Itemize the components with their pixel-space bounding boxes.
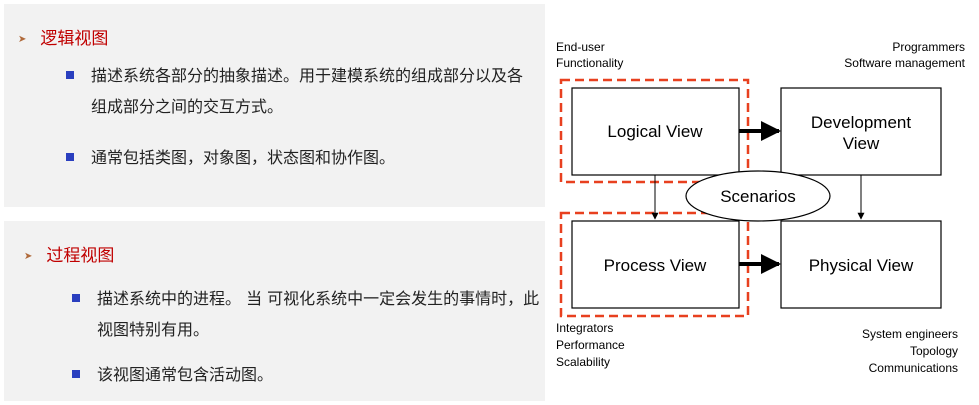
development-view-label-line2: View [843,134,880,153]
square-bullet-icon [66,153,74,161]
label-programmers: Programmers [892,40,965,54]
scenarios-label: Scenarios [720,187,796,206]
label-topology: Topology [910,344,958,358]
square-bullet-icon [72,294,80,302]
label-performance: Performance [556,338,625,352]
square-bullet-icon [66,71,74,79]
four-plus-one-diagram: End-user Functionality Programmers Softw… [556,40,966,375]
process-view-label: Process View [604,256,707,275]
bullet-arrow-icon: ➤ [18,34,27,45]
logical-view-panel: ➤逻辑视图 描述系统各部分的抽象描述。用于建模系统的组成部分以及各组成部分之间的… [4,4,545,207]
process-bullet-1: 描述系统中的进程。 当 可视化系统中一定会发生的事情时，此视图特别有用。 [72,283,540,345]
process-bullet-2: 该视图通常包含活动图。 [72,359,540,390]
bullet-arrow-icon: ➤ [24,251,33,262]
label-system-engineers: System engineers [862,327,958,341]
label-scalability: Scalability [556,355,610,369]
logical-bullet-2: 通常包括类图，对象图，状态图和协作图。 [66,142,536,173]
square-bullet-icon [72,370,80,378]
physical-view-box [780,220,942,309]
logical-bullet-1: 描述系统各部分的抽象描述。用于建模系统的组成部分以及各组成部分之间的交互方式。 [66,60,536,122]
logical-view-heading: ➤逻辑视图 [18,29,109,49]
process-view-panel: ➤过程视图 描述系统中的进程。 当 可视化系统中一定会发生的事情时，此视图特别有… [4,221,545,401]
label-end-user: End-user [556,40,605,54]
label-functionality: Functionality [556,56,623,70]
label-communications: Communications [869,361,958,375]
physical-view-label: Physical View [809,256,914,275]
label-integrators: Integrators [556,321,613,335]
logical-view-label: Logical View [607,122,703,141]
scenarios-ellipse [685,170,831,222]
process-view-heading: ➤过程视图 [24,246,115,266]
label-software-management: Software management [844,56,965,70]
development-view-label-line1: Development [811,113,911,132]
